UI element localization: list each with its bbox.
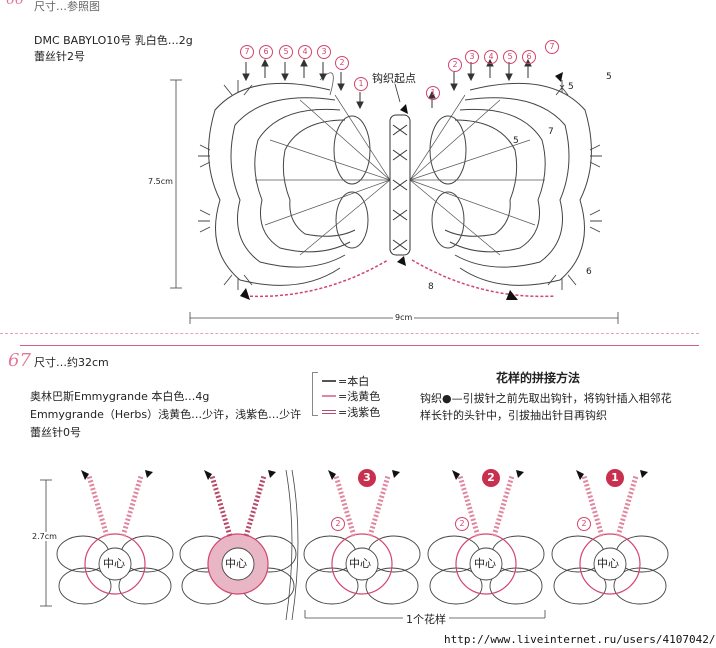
motif-marker xyxy=(516,470,524,478)
row-5-right: 5 xyxy=(503,50,517,64)
sec66-needle: 蕾丝针2号 xyxy=(34,50,85,63)
motif-center xyxy=(469,547,503,581)
legend-label-purple: =浅紫色 xyxy=(338,406,381,419)
legend-label-white: =本白 xyxy=(338,375,370,388)
center-label-4: 中心 xyxy=(474,557,496,570)
motif-marker xyxy=(204,470,212,480)
butterfly-chart xyxy=(170,58,619,324)
motif-ring xyxy=(579,533,641,595)
circle-two-3: 2 xyxy=(577,517,591,531)
row-6-right: 6 xyxy=(522,50,536,64)
side-row-6: 6 xyxy=(586,267,592,277)
motif-marker xyxy=(81,470,89,480)
row-6-left: 6 xyxy=(259,45,273,59)
motif-antenna xyxy=(120,475,144,537)
circle-two-2: 2 xyxy=(455,517,469,531)
sec67-size-header: 尺寸…约32cm xyxy=(34,356,109,369)
footer-url[interactable]: http://www.liveinternet.ru/users/4107042… xyxy=(444,633,716,646)
motif-height-label: 2.7cm xyxy=(32,532,57,541)
start-point-label: 钩织起点 xyxy=(372,72,416,85)
join-method-text-1: 钩织●—引拔针之前先取出钩针，将钩针插入相邻花 xyxy=(420,392,672,405)
center-label-5: 中心 xyxy=(597,557,619,570)
side-row-5b: 5 xyxy=(568,82,574,92)
motif-marker xyxy=(576,470,584,480)
motif-center xyxy=(593,547,627,581)
row-3-left: 3 xyxy=(317,45,331,59)
sec67-yarn2: Emmygrande（Herbs）浅黄色…少许，浅紫色…少许 xyxy=(30,408,302,421)
motif-marker xyxy=(640,470,648,478)
row-4-right: 4 xyxy=(484,50,498,64)
row-1-right: 1 xyxy=(426,86,440,100)
sec66-yarn: DMC BABYLO10号 乳白色…2g xyxy=(34,34,193,47)
section-66-number: 66 xyxy=(6,0,24,8)
legend-line-yellow xyxy=(322,395,336,397)
row-2-left: 2 xyxy=(335,56,349,70)
step-2-badge: 2 xyxy=(482,469,500,487)
row-7-left: 7 xyxy=(240,45,254,59)
motif-antenna xyxy=(209,475,233,537)
row-5-left: 5 xyxy=(279,45,293,59)
sec67-needle: 蕾丝针0号 xyxy=(30,426,81,439)
motif-antenna xyxy=(581,475,605,537)
width-label: 9cm xyxy=(393,313,415,322)
step-1-badge: 1 xyxy=(606,469,624,487)
motif-marker xyxy=(392,470,400,478)
join-method-title: 花样的拼接方法 xyxy=(496,371,581,385)
motif-marker xyxy=(145,470,153,478)
height-label: 7.5cm xyxy=(148,177,173,186)
center-label-1: 中心 xyxy=(103,557,125,570)
motif-ring xyxy=(455,533,517,595)
legend-line-white xyxy=(322,380,336,382)
motif-antenna xyxy=(457,475,481,537)
sec66-size-header: 尺寸…参照图 xyxy=(34,0,100,13)
section-divider-dashed xyxy=(0,333,699,335)
motif-antenna xyxy=(615,475,639,537)
motif-ring xyxy=(331,533,393,595)
motif-center xyxy=(221,547,255,581)
sec67-yarn1: 奥林巴斯Emmygrande 本白色…4g xyxy=(30,390,210,403)
motif-marker xyxy=(452,470,460,480)
motif-center xyxy=(345,547,379,581)
motif-antenna xyxy=(367,475,391,537)
motif-antenna xyxy=(86,475,110,537)
legend-bracket xyxy=(312,372,318,416)
motif-ring xyxy=(84,533,146,595)
motif-row xyxy=(40,469,669,621)
center-label-3: 中心 xyxy=(349,557,371,570)
row-7-right: 7 xyxy=(545,40,559,54)
row-2-right: 2 xyxy=(448,58,462,72)
motif-group xyxy=(56,470,669,605)
center-label-2: 中心 xyxy=(225,557,247,570)
motif-antenna xyxy=(333,475,357,537)
side-row-5c: 5 xyxy=(513,136,519,146)
side-row-8: 8 xyxy=(428,282,434,292)
row-3-right: 3 xyxy=(465,50,479,64)
motif-marker xyxy=(328,470,336,480)
motif-center xyxy=(98,547,132,581)
circle-two-1: 2 xyxy=(331,517,345,531)
side-row-5a: 5 xyxy=(606,72,612,82)
motif-marker xyxy=(268,470,276,478)
row-1-left: 1 xyxy=(354,77,368,91)
row-4-left: 4 xyxy=(298,45,312,59)
section-67-number: 67 xyxy=(8,350,31,371)
one-motif-label: 1个花样 xyxy=(403,611,449,627)
motif-antenna xyxy=(243,475,267,537)
side-row-7: 7 xyxy=(548,127,554,137)
join-method-text-2: 样长针的头针中，引拔抽出针目再钩织 xyxy=(420,409,607,422)
step-3-badge: 3 xyxy=(358,469,376,487)
motif-antenna xyxy=(491,475,515,537)
legend-line-purple xyxy=(322,410,336,414)
legend-label-yellow: =浅黄色 xyxy=(338,390,381,403)
section-divider-solid xyxy=(20,345,699,346)
